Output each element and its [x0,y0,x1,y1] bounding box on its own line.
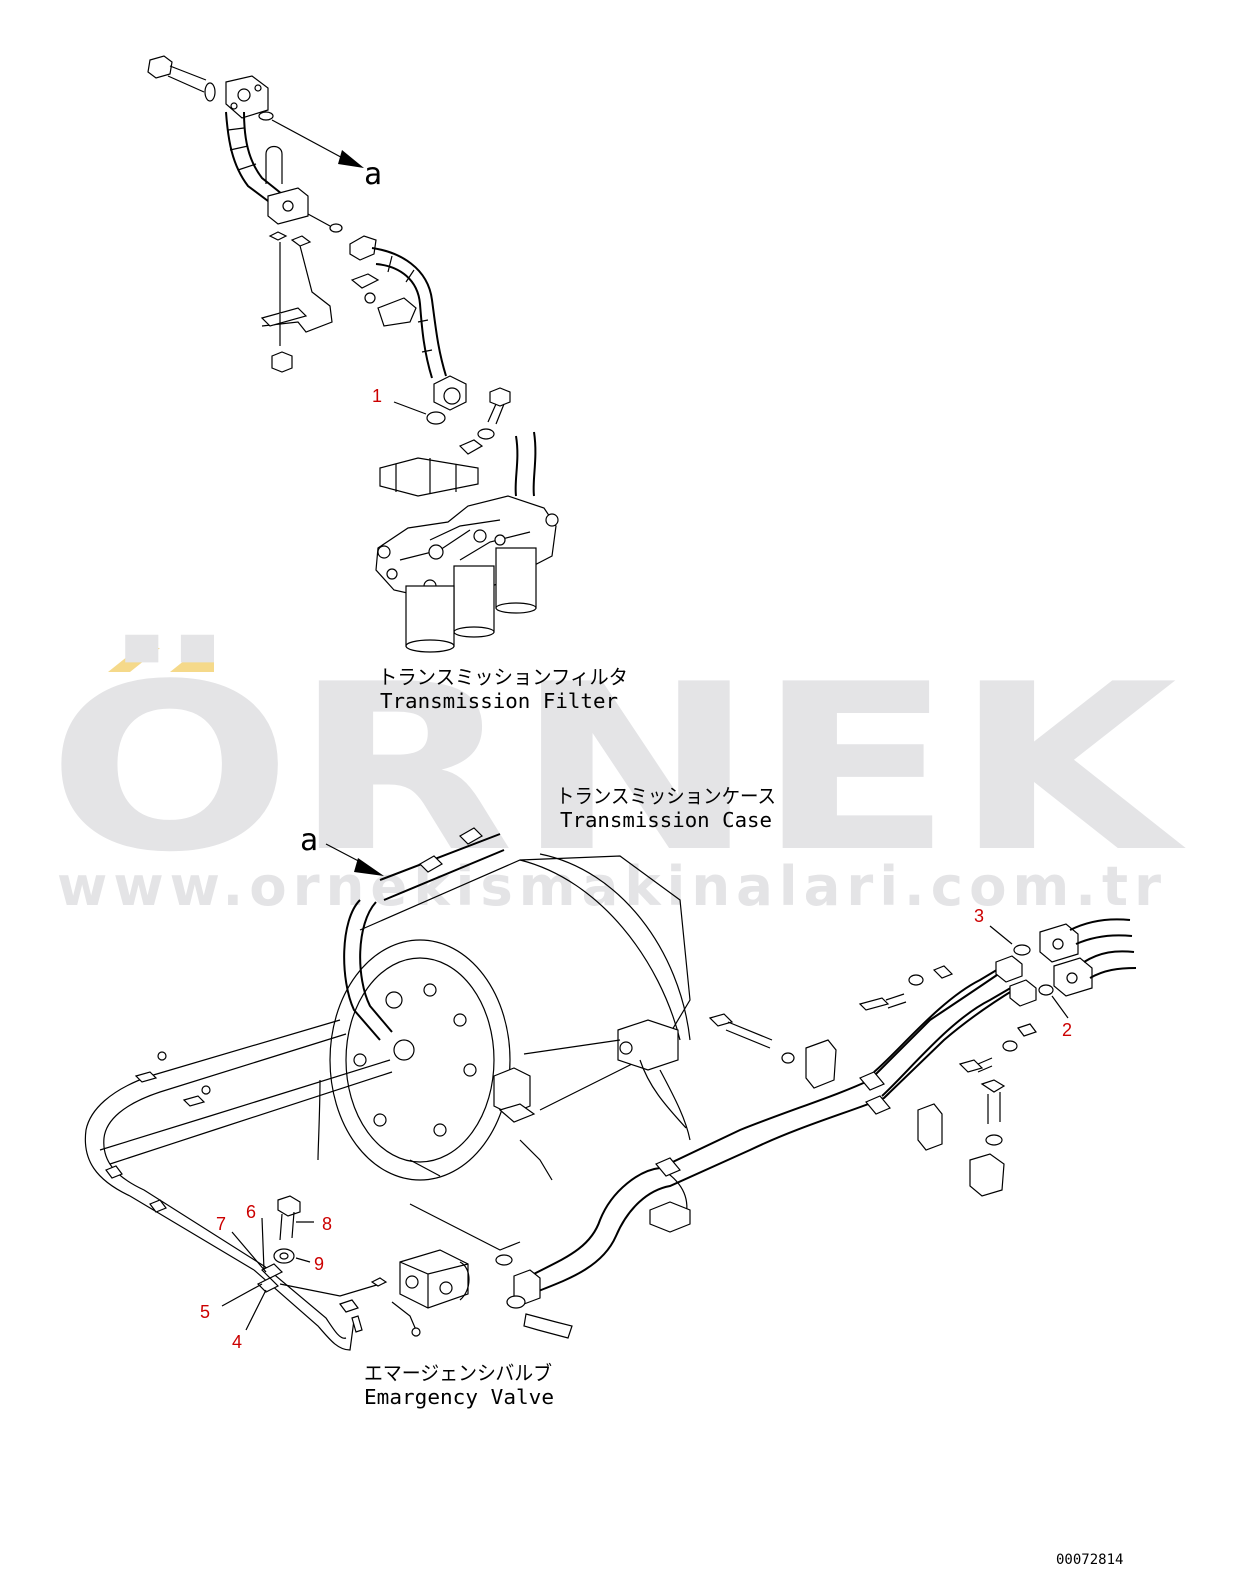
watermark-accent-right [170,648,214,672]
watermark-accent-left [108,648,160,672]
clip-bolt-group [256,1195,301,1293]
case-label-en: Transmission Case [560,808,772,832]
transmission-case [317,827,691,1181]
callout-7: 7 [216,1214,226,1234]
emergency-valve [370,1203,521,1337]
callout-4: 4 [232,1332,242,1352]
ref-a-bottom: a [300,823,318,858]
filter-label-en: Transmission Filter [380,689,618,713]
filter-label-jp: トランスミッションフィルタ [378,665,628,689]
valve-label-en: Emargency Valve [364,1385,554,1409]
callout-8: 8 [322,1214,332,1234]
callout-3: 3 [974,906,984,926]
upper-pipe-assembly: a [147,55,511,440]
lube-lines-left [84,1019,393,1351]
callout-5: 5 [200,1302,210,1322]
transmission-filter [375,431,559,653]
watermark-brand: ÖRNEK [47,634,1187,903]
callout-2: 2 [1062,1020,1072,1040]
callout-1: 1 [372,386,382,406]
main-hoses [506,918,1137,1339]
case-label-jp: トランスミッションケース [556,784,776,808]
watermark-url: www.ornekismakinalari.com.tr [57,855,1167,918]
drawing-number: 00072814 [1056,1552,1123,1568]
valve-label-jp: エマージェンシバルブ [364,1361,552,1385]
callout-6: 6 [246,1202,256,1222]
ref-a-top: a [364,157,382,192]
callout-9: 9 [314,1254,324,1274]
watermark: ÖRNEK www.ornekismakinalari.com.tr [47,634,1187,918]
